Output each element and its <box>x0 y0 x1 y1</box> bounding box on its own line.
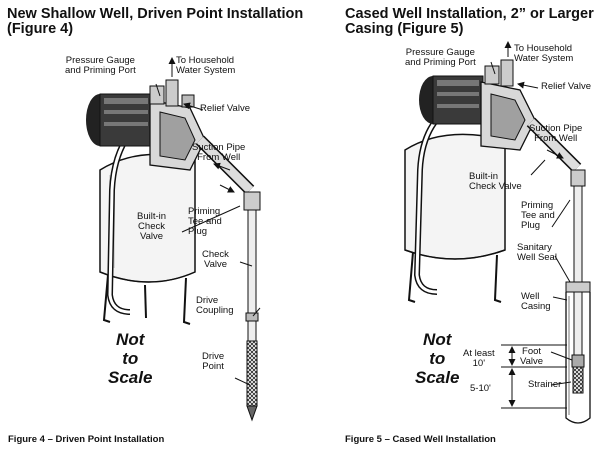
drop-pipe <box>573 185 583 377</box>
label-well-casing: Well Casing <box>521 291 551 312</box>
label-drive-coupling: Drive Coupling <box>196 295 234 316</box>
figure-5-heading: Cased Well Installation, 2” or Larger Ca… <box>345 6 594 37</box>
suction-pipe <box>526 117 586 187</box>
pump-body <box>480 59 536 151</box>
label-at-least-10ft: At least 10' <box>463 348 495 369</box>
label-pressure-gauge: Pressure Gauge and Priming Port <box>405 47 476 68</box>
figure-4-panel: New Shallow Well, Driven Point Installat… <box>7 6 304 446</box>
label-check-valve: Check Valve <box>202 249 229 270</box>
suction-pipe <box>195 135 261 211</box>
not-to-scale-note: Not to Scale <box>415 330 460 387</box>
label-sanitary-seal: Sanitary Well Seal <box>517 242 557 263</box>
label-household: To Household Water System <box>514 43 574 64</box>
tank-legs <box>407 251 502 303</box>
label-builtin-check-valve: Built-in Check Valve <box>469 171 522 192</box>
label-builtin-check-valve: Built-in Check Valve <box>137 211 167 242</box>
pump-motor <box>86 93 153 147</box>
well-casing <box>565 281 591 424</box>
label-relief-valve: Relief Valve <box>200 103 250 114</box>
pump-motor <box>419 75 484 125</box>
dimension-lines <box>501 344 567 409</box>
foot-valve-strainer <box>571 354 585 394</box>
label-strainer: Strainer <box>528 379 562 390</box>
label-priming-tee: Priming Tee and Plug <box>188 206 222 237</box>
figure-5-panel: Cased Well Installation, 2” or Larger Ca… <box>305 0 610 451</box>
not-to-scale-note: Not to Scale <box>108 330 153 387</box>
figure-4-caption: Figure 4 – Driven Point Installation <box>8 434 165 445</box>
label-foot-valve: Foot Valve <box>520 346 544 367</box>
label-priming-tee: Priming Tee and Plug <box>521 200 555 231</box>
figure-4-arrows <box>155 57 261 386</box>
drive-pipe <box>245 209 259 422</box>
tank-legs <box>102 274 191 325</box>
label-suction-pipe: Suction Pipe From Well <box>192 142 246 163</box>
label-drive-point: Drive Point <box>202 351 225 372</box>
figure-5-drawing <box>404 41 591 424</box>
label-relief-valve: Relief Valve <box>541 81 591 92</box>
figure-4-drawing <box>86 57 261 422</box>
label-household: To Household Water System <box>176 55 236 76</box>
figure-4-heading: New Shallow Well, Driven Point Installat… <box>7 6 304 37</box>
figure-5-arrows <box>490 41 573 386</box>
figure-5-caption: Figure 5 – Cased Well Installation <box>345 434 496 445</box>
label-5-10ft: 5-10' <box>470 383 491 394</box>
label-suction-pipe: Suction Pipe From Well <box>529 123 583 144</box>
label-pressure-gauge: Pressure Gauge and Priming Port <box>65 55 136 76</box>
